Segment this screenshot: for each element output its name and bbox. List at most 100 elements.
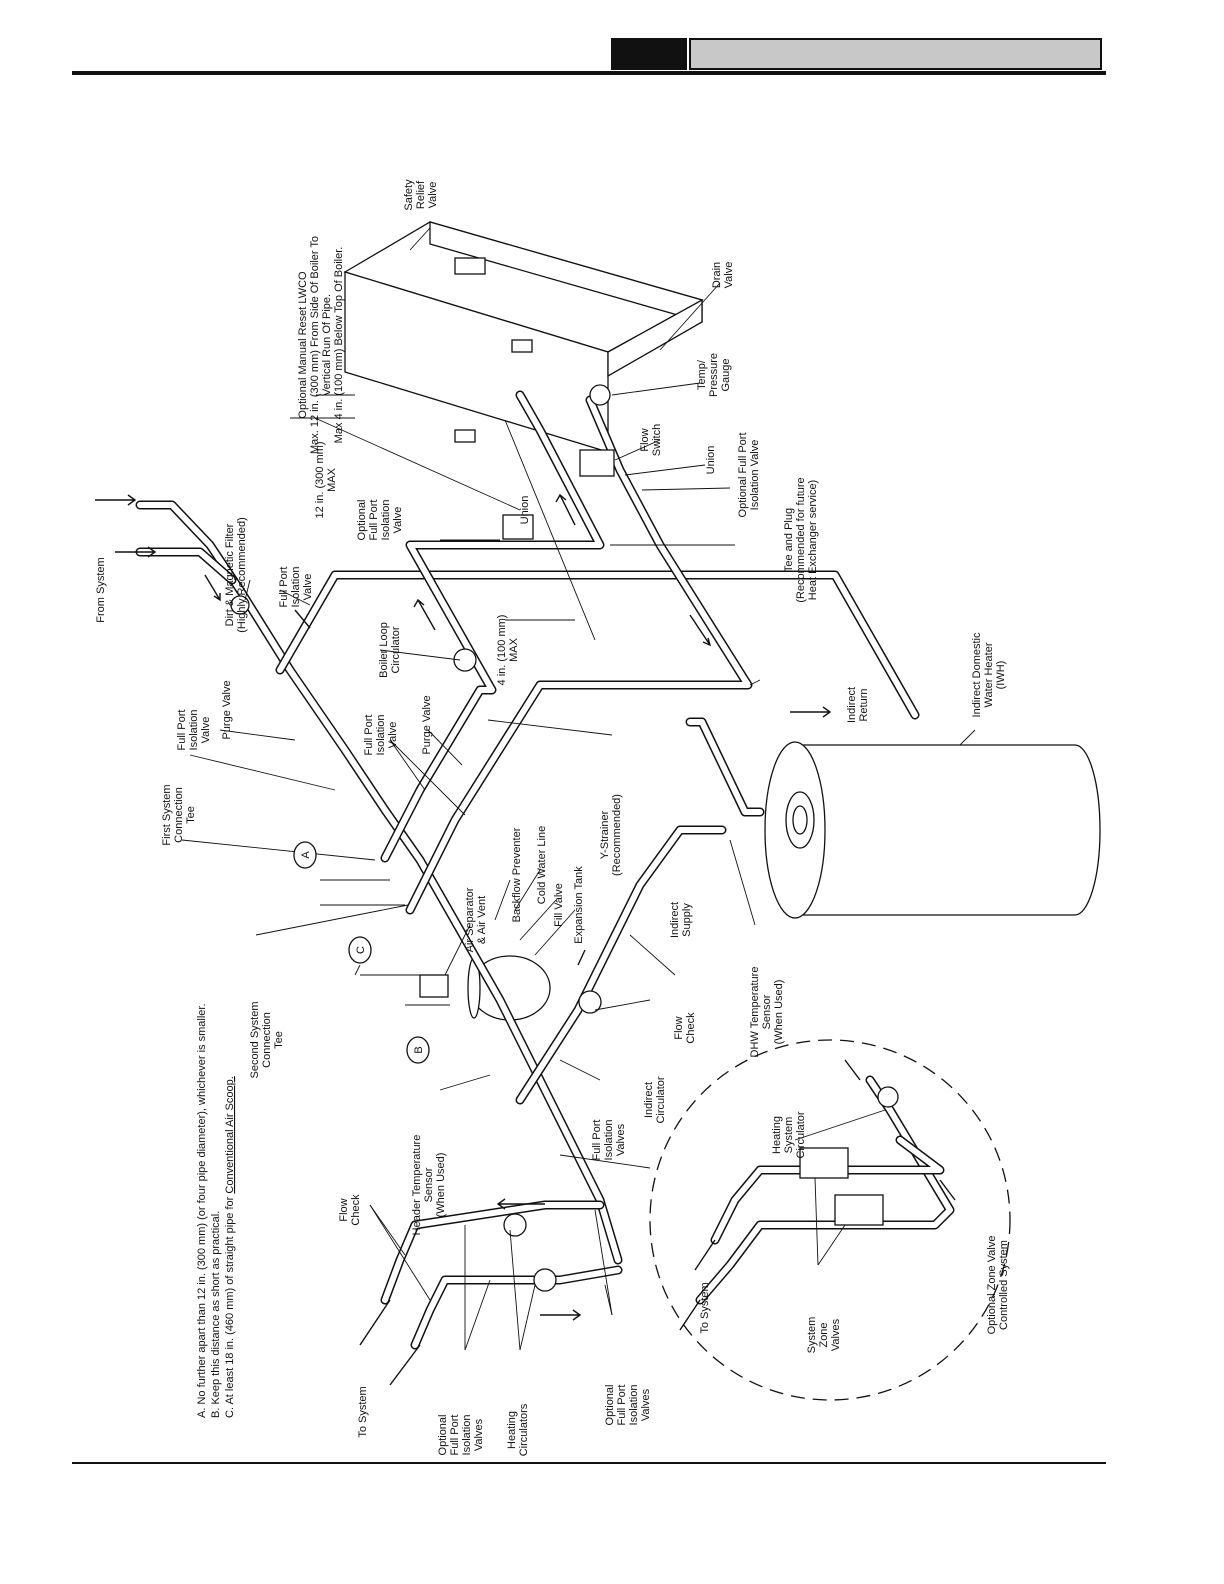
label-line: Isolation	[461, 1415, 473, 1456]
indirect-water-heater	[764, 741, 1101, 919]
label-line: Pressure	[708, 353, 720, 397]
label-line: Max. 12 in. (300 mm) From Side Of Boiler…	[309, 236, 321, 454]
label-line: Sensor	[423, 1167, 435, 1202]
label-line: Valve	[302, 574, 314, 601]
label-line: To System	[699, 1282, 711, 1333]
label-line: Check	[350, 1194, 362, 1226]
label-line: Boiler Loop	[378, 622, 390, 678]
label-line: DHW Temperature	[749, 967, 761, 1058]
label-line: Tee	[185, 806, 197, 824]
label-line: Valves	[640, 1388, 652, 1421]
label-lwco: Optional Manual Reset LWCOMax. 12 in. (3…	[297, 236, 345, 454]
expansion-tank	[467, 955, 551, 1021]
label-line: System	[806, 1317, 818, 1354]
label-line: Backflow Preventer	[511, 827, 523, 922]
label-from-system: From System	[95, 557, 107, 622]
markers: A C B	[293, 841, 430, 1064]
label-to-system-left: To System	[357, 1386, 369, 1437]
boiler-display	[454, 257, 486, 275]
label-line: Indirect	[846, 687, 858, 723]
label-backflow-preventer: Backflow Preventer	[511, 827, 523, 922]
label-indirect-supply: IndirectSupply	[669, 902, 693, 938]
label-line: Fill Valve	[553, 883, 565, 927]
label-union-right: Union	[705, 446, 717, 475]
label-purge-valve-left: Purge Valve	[221, 680, 233, 739]
label-tee-and-plug: Tee and Plug(Recommended for futureHeat …	[783, 477, 819, 602]
label-line: Union	[705, 446, 717, 475]
label-line: Optional	[356, 500, 368, 541]
zone-valve-detail	[649, 1039, 1011, 1401]
notes: A. No further apart than 12 in. (300 mm)…	[196, 1003, 236, 1418]
label-line: Vertical Run Of Pipe.	[321, 294, 333, 396]
label-line: Valves	[615, 1123, 627, 1156]
label-optional-isolation-valve-future: Optional Full PortIsolation Valve	[737, 433, 761, 518]
boiler-loop-circulator	[453, 648, 477, 672]
note-c-prefix: C. At least 18 in. (460 mm) of straight …	[224, 1194, 236, 1418]
label-line: Isolation	[380, 500, 392, 541]
label-line: MAX	[508, 637, 520, 662]
label-full-port-isolation-valve-top: Full PortIsolationValve	[278, 567, 314, 608]
label-optional-isolation-valve-boiler: OptionalFull PortIsolationValve	[356, 500, 404, 541]
dirt-magnetic-filter	[230, 595, 250, 615]
label-line: Full Port	[449, 1415, 461, 1456]
lwco-box	[502, 514, 534, 540]
label-line: Drain	[711, 262, 723, 288]
label-line: Valve	[427, 182, 439, 209]
boiler-cabinet	[343, 221, 704, 453]
label-line: (Recommended)	[611, 794, 623, 876]
label-optional-isolation-valves-left: OptionalFull PortIsolationValves	[437, 1415, 485, 1456]
label-line: Heating	[506, 1411, 518, 1449]
header-grey-bar	[689, 38, 1102, 70]
note-c: C. At least 18 in. (460 mm) of straight …	[224, 1076, 236, 1418]
label-line: Cold Water Line	[536, 826, 548, 904]
label-indirect-circulator: IndirectCirculator	[643, 1076, 667, 1123]
label-line: Full Port	[363, 715, 375, 756]
label-line: Heating	[771, 1116, 783, 1154]
label-line: Valves	[830, 1318, 842, 1351]
label-air-separator: Air Separator& Air Vent	[464, 887, 488, 952]
label-line: Optional Full Port	[737, 433, 749, 518]
label-full-port-isolation-valve-left: Full PortIsolationValve	[176, 710, 212, 751]
label-line: Valve	[387, 722, 399, 749]
leader-lines	[181, 227, 976, 1351]
label-line: To System	[357, 1386, 369, 1437]
label-line: Safety	[403, 179, 415, 211]
bottom-rule	[72, 1462, 1106, 1464]
label-line: Temp/	[696, 359, 708, 390]
label-12in-max: 12 in. (300 mm)MAX	[314, 441, 338, 518]
label-line: Gauge	[720, 358, 732, 391]
components	[230, 384, 899, 1292]
label-line: Connection	[261, 1012, 273, 1068]
label-line: Water Heater	[983, 642, 995, 707]
label-line: Isolation	[290, 567, 302, 608]
label-line: Dirt & Magnetic Filter	[224, 523, 236, 626]
label-line: Optional Manual Reset LWCO	[297, 271, 309, 419]
label-line: Second System	[249, 1001, 261, 1078]
label-line: Circulator	[795, 1111, 807, 1158]
label-line: Purge Valve	[221, 680, 233, 739]
label-heating-system-circulator: HeatingSystemCirculator	[771, 1111, 807, 1158]
label-line: (When Used)	[435, 1153, 447, 1218]
label-line: Switch	[651, 424, 663, 456]
label-line: Full Port	[278, 567, 290, 608]
label-line: Sensor	[761, 994, 773, 1029]
piping	[135, 390, 920, 1350]
top-rule	[72, 71, 1106, 75]
label-to-system-zone: To System	[699, 1282, 711, 1333]
label-flow-check-right: FlowCheck	[673, 1012, 697, 1044]
label-4in-max: 4 in. (100 mm)MAX	[496, 615, 520, 686]
label-line: Full Port	[591, 1120, 603, 1161]
label-line: Indirect	[669, 902, 681, 938]
label-line: Full Port	[368, 500, 380, 541]
label-line: Optional Zone Valve	[986, 1236, 998, 1335]
marker-b-text: B	[413, 1046, 425, 1053]
label-line: Header Temperature	[411, 1135, 423, 1236]
header-black-tab	[611, 38, 687, 70]
label-line: Max 4 in. (100 mm) Below Top Of Boiler.	[333, 247, 345, 444]
label-line: Optional	[604, 1385, 616, 1426]
label-line: Isolation	[603, 1120, 615, 1161]
label-line: Controlled System	[998, 1240, 1010, 1330]
label-line: Connection	[173, 787, 185, 843]
label-system-zone-valves: SystemZoneValves	[806, 1317, 842, 1354]
